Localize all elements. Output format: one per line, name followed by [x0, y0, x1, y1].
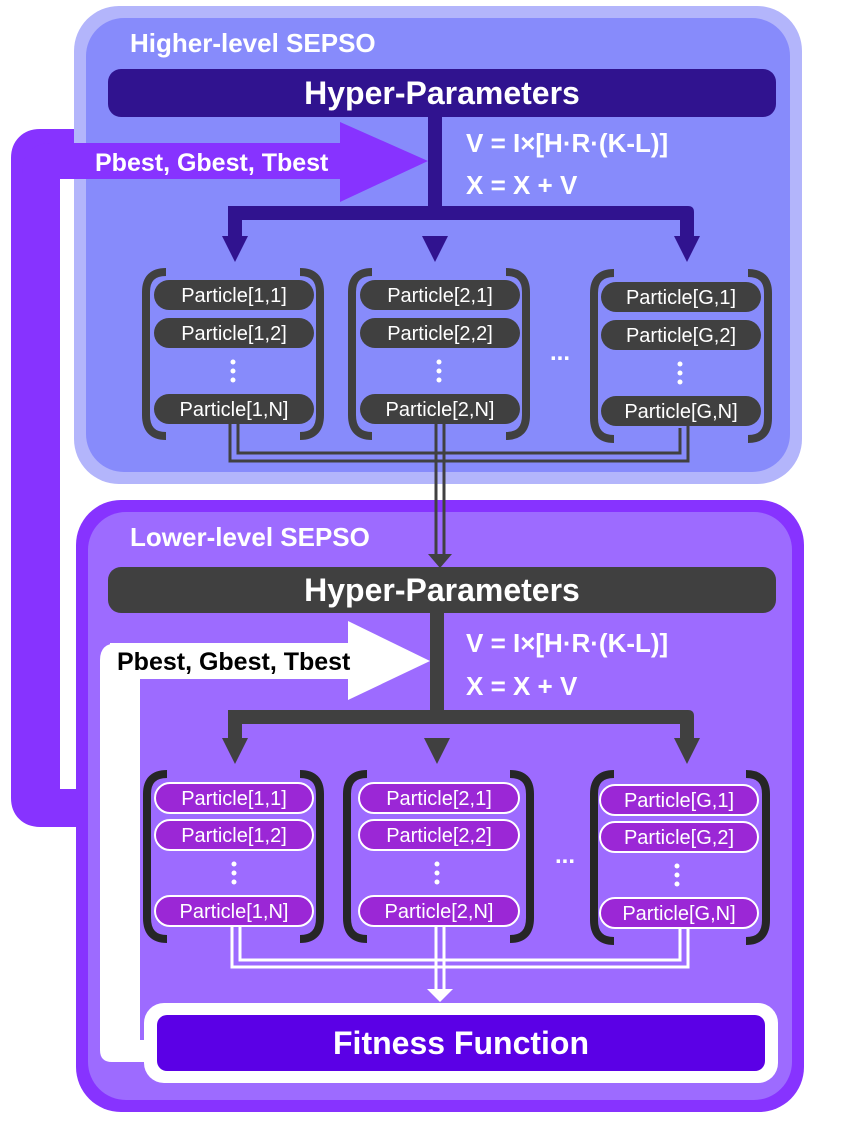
higher-particle [154, 394, 314, 424]
lower-particle [358, 819, 520, 851]
higher-group-g: Particle[G,1] Particle[G,2] Particle[G,N… [590, 269, 772, 443]
higher-particle-label: Particle[G,1] [626, 287, 736, 309]
higher-particle [360, 280, 520, 310]
lower-group-2: Particle[2,1] Particle[2,2] Particle[2,N… [343, 770, 534, 943]
higher-group-1: Particle[1,1] Particle[1,2] Particle[1,N… [142, 268, 324, 440]
vertical-ellipsis-icon [436, 359, 442, 383]
lower-groups-ellipsis: ... [555, 842, 575, 869]
higher-group-2: Particle[2,1] Particle[2,2] Particle[2,N… [348, 268, 530, 440]
higher-feedback-label: Pbest, Gbest, Tbest [95, 149, 329, 177]
lower-particle [154, 819, 314, 851]
lower-particle-label: Particle[G,2] [624, 827, 734, 849]
higher-particle-label: Particle[2,2] [387, 323, 493, 345]
higher-velocity-equation: V = I×[H·R·(K-L)] [466, 128, 668, 158]
fitness-arrow-head [427, 989, 453, 1002]
vertical-ellipsis-icon [231, 861, 237, 885]
higher-particle-label: Particle[2,1] [387, 285, 493, 307]
lower-particle-label: Particle[1,N] [180, 901, 289, 923]
higher-particle [154, 318, 314, 348]
higher-branch-connector [222, 115, 700, 262]
higher-feedback-corner [22, 143, 60, 808]
lower-feedback-arrow-body [110, 643, 354, 679]
vertical-ellipsis-icon [230, 359, 236, 383]
higher-position-equation: X = X + V [466, 170, 578, 200]
higher-particle-label: Particle[1,N] [180, 399, 289, 421]
lower-particle-label: Particle[2,2] [386, 825, 492, 847]
higher-to-lower-connector [428, 500, 452, 568]
higher-level-title: Higher-level SEPSO [130, 28, 376, 58]
lower-feedback-arrow-head [348, 621, 430, 700]
lower-collector-lines [230, 926, 690, 992]
higher-particle-label: Particle[1,1] [181, 285, 287, 307]
higher-particle-label: Particle[G,2] [626, 325, 736, 347]
vertical-ellipsis-icon [677, 361, 683, 385]
higher-feedback-arrow-body [30, 143, 350, 179]
lower-particle [599, 821, 759, 853]
lower-group-g: Particle[G,1] Particle[G,2] Particle[G,N… [590, 770, 770, 945]
higher-particle [601, 320, 761, 350]
lower-particle-label: Particle[2,1] [386, 788, 492, 810]
lower-position-equation: X = X + V [466, 671, 578, 701]
higher-hyper-parameters-bar [108, 69, 776, 117]
lower-velocity-equation: V = I×[H·R·(K-L)] [466, 628, 668, 658]
lower-feedback-corner [100, 643, 150, 1062]
higher-particle [154, 280, 314, 310]
lower-particle-label: Particle[G,1] [624, 790, 734, 812]
lower-particle-label: Particle[G,N] [622, 903, 735, 925]
lower-particle [358, 782, 520, 814]
higher-particle-label: Particle[1,2] [181, 323, 287, 345]
higher-particle-label: Particle[2,N] [386, 399, 495, 421]
lower-particle-label: Particle[1,2] [181, 825, 287, 847]
lower-hyper-parameters-label: Hyper-Parameters [304, 572, 580, 608]
fitness-function-label: Fitness Function [333, 1025, 589, 1061]
higher-particle [360, 394, 520, 424]
lower-group-1: Particle[1,1] Particle[1,2] Particle[1,N… [143, 770, 324, 943]
lower-branch-connector [222, 611, 700, 764]
fitness-function-box [157, 1015, 765, 1071]
lower-feedback-label: Pbest, Gbest, Tbest [117, 648, 351, 676]
higher-hyper-parameters-label: Hyper-Parameters [304, 75, 580, 111]
higher-particle [601, 282, 761, 312]
higher-feedback-arrow-head [340, 122, 428, 202]
higher-groups-ellipsis: ... [550, 339, 570, 366]
lower-particle-label: Particle[1,1] [181, 788, 287, 810]
higher-particle-label: Particle[G,N] [624, 401, 737, 423]
lower-particle [599, 784, 759, 816]
lower-hyper-parameters-bar [108, 567, 776, 613]
lower-particle [154, 895, 314, 927]
vertical-ellipsis-icon [434, 861, 440, 885]
lower-particle [358, 895, 520, 927]
lower-particle [154, 782, 314, 814]
higher-particle [360, 318, 520, 348]
lower-particle-label: Particle[2,N] [385, 901, 494, 923]
vertical-ellipsis-icon [674, 863, 680, 887]
higher-particle [601, 396, 761, 426]
lower-level-title: Lower-level SEPSO [130, 522, 370, 552]
